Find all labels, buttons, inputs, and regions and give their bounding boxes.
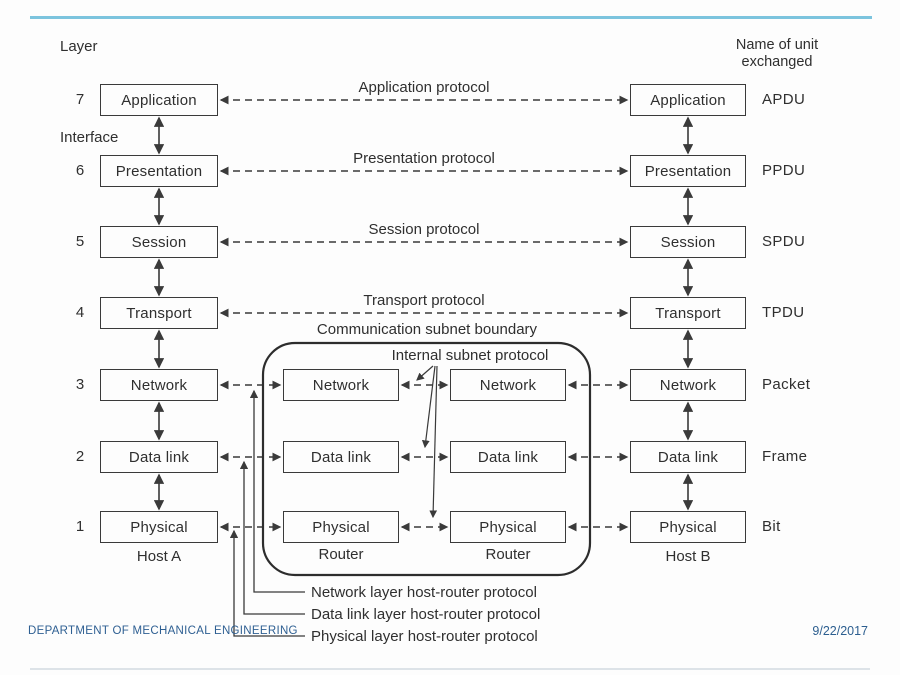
hosta-box-network: Network xyxy=(100,369,218,401)
transport-protocol-label: Transport protocol xyxy=(363,292,485,309)
layer-number-2: 2 xyxy=(75,448,85,465)
layer-header: Layer xyxy=(60,38,98,55)
host-router-arrows xyxy=(219,380,629,532)
legend-physical-host-router: Physical layer host-router protocol xyxy=(311,628,538,645)
legend-datalink-host-router: Data link layer host-router protocol xyxy=(311,606,541,623)
layer-number-3: 3 xyxy=(75,376,85,393)
unit-header-line1: Name of unit xyxy=(735,37,819,53)
hosta-box-datalink: Data link xyxy=(100,441,218,473)
interface-label: Interface xyxy=(60,129,119,146)
router1-box-datalink: Data link xyxy=(283,441,399,473)
unit-bit: Bit xyxy=(762,518,781,535)
footer-date: 9/22/2017 xyxy=(812,624,868,638)
layer-number-4: 4 xyxy=(75,304,85,321)
unit-frame: Frame xyxy=(762,448,808,465)
unit-spdu: SPDU xyxy=(762,233,806,250)
unit-ppdu: PPDU xyxy=(762,162,806,179)
router2-label: Router xyxy=(485,546,531,563)
hosta-box-transport: Transport xyxy=(100,297,218,329)
router2-box-physical: Physical xyxy=(450,511,566,543)
top-accent-line xyxy=(30,16,872,19)
layer-number-7: 7 xyxy=(75,91,85,108)
layer-number-1: 1 xyxy=(75,518,85,535)
unit-apdu: APDU xyxy=(762,91,806,108)
hosta-box-application: Application xyxy=(100,84,218,116)
legend-network-host-router: Network layer host-router protocol xyxy=(311,584,537,601)
hosta-box-session: Session xyxy=(100,226,218,258)
footer-department-text: DEPARTMENT OF MECHANICAL ENGINEERING xyxy=(28,625,298,637)
hostb-box-physical: Physical xyxy=(630,511,746,543)
internal-protocol-pointer-arrows xyxy=(416,365,438,519)
peer-protocol-arrows xyxy=(219,95,629,318)
hostb-box-transport: Transport xyxy=(630,297,746,329)
router1-box-physical: Physical xyxy=(283,511,399,543)
unit-packet: Packet xyxy=(762,376,811,393)
router2-box-network: Network xyxy=(450,369,566,401)
presentation-protocol-label: Presentation protocol xyxy=(353,150,495,167)
host-b-label: Host B xyxy=(665,548,711,565)
router2-box-datalink: Data link xyxy=(450,441,566,473)
host-a-label: Host A xyxy=(136,548,182,565)
hostb-box-datalink: Data link xyxy=(630,441,746,473)
hosta-box-physical: Physical xyxy=(100,511,218,543)
subnet-boundary-outline xyxy=(261,341,592,577)
hosta-box-presentation: Presentation xyxy=(100,155,218,187)
unit-header: Name of unit exchanged xyxy=(727,37,827,71)
router1-label: Router xyxy=(318,546,364,563)
hostb-box-presentation: Presentation xyxy=(630,155,746,187)
unit-header-line2: exchanged xyxy=(741,54,813,70)
bottom-accent-line xyxy=(30,668,870,670)
internal-subnet-protocol-label: Internal subnet protocol xyxy=(391,347,549,364)
unit-tpdu: TPDU xyxy=(762,304,805,321)
application-protocol-label: Application protocol xyxy=(358,79,490,96)
legend-connector-lines xyxy=(229,389,305,637)
layer-number-5: 5 xyxy=(75,233,85,250)
hostb-box-network: Network xyxy=(630,369,746,401)
layer-number-6: 6 xyxy=(75,162,85,179)
hostb-box-session: Session xyxy=(630,226,746,258)
router1-box-network: Network xyxy=(283,369,399,401)
hostb-box-application: Application xyxy=(630,84,746,116)
subnet-boundary-label: Communication subnet boundary xyxy=(316,321,538,338)
session-protocol-label: Session protocol xyxy=(368,221,480,238)
